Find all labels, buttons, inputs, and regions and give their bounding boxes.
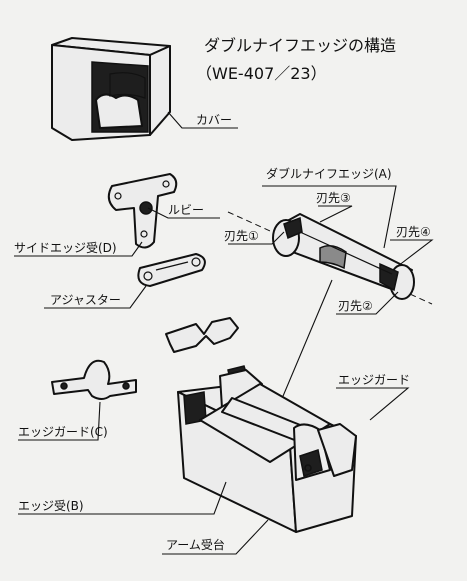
label-arm-base: アーム受台 — [166, 537, 225, 552]
double-knife-edge-part — [227, 211, 433, 305]
label-side-edge-holder: サイドエッジ受(D) — [14, 241, 117, 255]
label-edge-holder-b: エッジ受(B) — [18, 499, 84, 513]
arm-base-leader — [162, 519, 269, 555]
diagram-subtitle: （WE-407／23） — [196, 64, 327, 83]
label-edge-guard-c: エッジガード(C) — [18, 425, 108, 439]
adjuster-part — [137, 253, 206, 287]
edge-guard-c-leader — [18, 401, 101, 441]
assembly-arrow-line — [277, 279, 333, 409]
label-tip2: 刃先② — [338, 299, 373, 313]
label-tip3: 刃先③ — [316, 191, 351, 205]
edge-guard-c-part — [51, 359, 137, 400]
label-edge-guard: エッジガード — [338, 373, 410, 387]
label-double-knife-edge: ダブルナイフエッジ(A) — [266, 166, 392, 181]
tip1-leader — [228, 231, 285, 245]
label-cover: カバー — [196, 113, 232, 127]
label-ruby: ルビー — [168, 203, 204, 217]
tip4-leader — [390, 239, 434, 267]
label-tip1: 刃先① — [224, 229, 259, 243]
label-tip4: 刃先④ — [396, 225, 431, 239]
side-edge-holder-leader — [14, 241, 143, 257]
cover-leader — [167, 111, 238, 129]
side-edge-holder-part — [107, 173, 178, 249]
ruby-leader — [147, 207, 220, 219]
adjuster-leader — [44, 285, 147, 309]
arm-base-part — [177, 365, 357, 533]
cover-part — [51, 37, 171, 141]
label-adjuster: アジャスター — [50, 293, 121, 307]
tip2-leader — [336, 291, 399, 315]
edge-holder-b-part — [165, 317, 239, 353]
edge-guard-leader — [336, 387, 410, 421]
edge-holder-b-leader — [18, 481, 227, 515]
diagram-title: ダブルナイフエッジの構造 — [204, 36, 396, 55]
double-knife-edge-leader — [262, 185, 397, 249]
tip3-leader — [318, 205, 353, 223]
